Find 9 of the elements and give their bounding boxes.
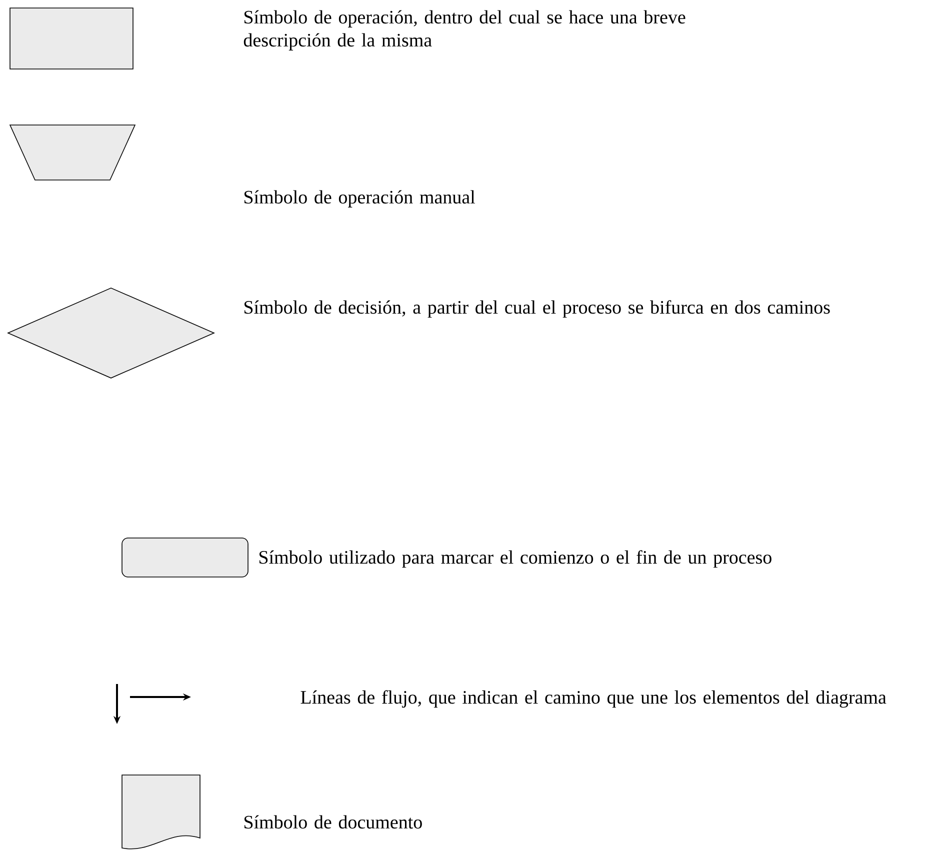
- symbol-description: Líneas de flujo, que indican el camino que une los elementos del diagrama: [300, 690, 886, 708]
- document-symbol: [122, 774, 200, 850]
- operation-rectangle: [10, 8, 134, 70]
- symbol-description: Símbolo de decisión, a partir del cual el proceso se bifurca en dos caminos: [244, 300, 830, 318]
- symbol-description: Símbolo de operación manual: [244, 190, 475, 208]
- terminal-rounded-box: [122, 538, 248, 578]
- symbol-description: Símbolo utilizado para marcar el comienzo o el fin de un proceso: [259, 550, 772, 568]
- symbol-description: Símbolo de documento: [244, 815, 422, 829]
- symbol-description: Símbolo de operación, dentro del cual se hace una breve descripción de la misma: [244, 10, 686, 50]
